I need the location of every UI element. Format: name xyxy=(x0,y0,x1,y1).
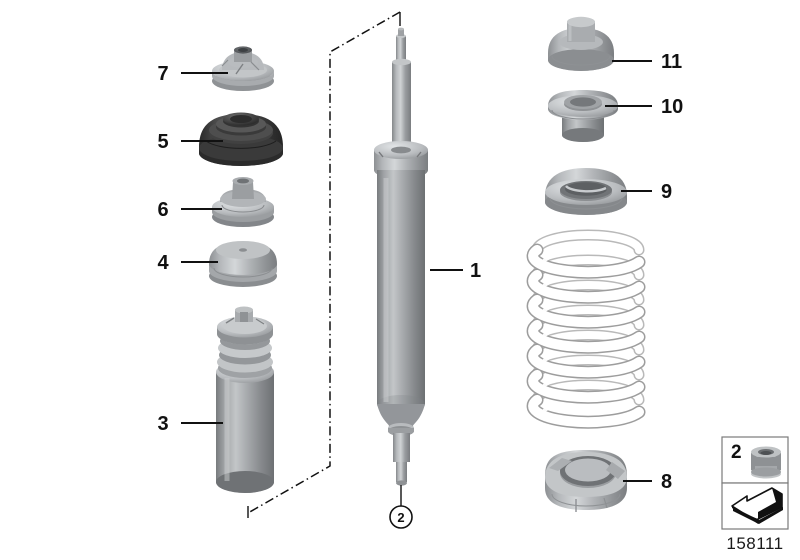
callout-number-8: 8 xyxy=(661,471,672,493)
callout-number-1: 1 xyxy=(470,260,481,282)
part-6-thrust-bearing-cap xyxy=(212,177,274,227)
callout-number-4: 4 xyxy=(157,252,169,274)
part-3-additional-damper xyxy=(216,306,274,493)
part-1-rear-shock-absorber xyxy=(374,27,428,486)
bubble-number-2: 2 xyxy=(397,510,404,525)
part-5-strut-support-bearing xyxy=(199,112,283,166)
part-8-lower-spring-pad xyxy=(545,450,627,512)
part-11-rubber-buffer-stop xyxy=(548,16,614,71)
coil-spring xyxy=(526,229,646,429)
callout-number-7: 7 xyxy=(157,63,168,85)
assembly-reference-line xyxy=(247,11,401,518)
collar-nut-icon xyxy=(751,446,781,479)
callout-number-10: 10 xyxy=(661,96,683,118)
diagram-id-label: 158111 xyxy=(726,534,783,553)
callout-number-11: 11 xyxy=(661,51,682,73)
bubble-callout-2: 2 xyxy=(389,485,413,529)
bubble-circle-2 xyxy=(389,505,413,529)
part-7-upper-strut-mount-washer xyxy=(212,46,274,91)
direction-arrow-icon xyxy=(731,487,783,524)
callout-number-6: 6 xyxy=(157,199,168,221)
callout-layer: 7 5 6 4 3 1 11 10 9 8 xyxy=(157,51,683,493)
legend-box: 2 158111 xyxy=(721,436,789,553)
part-4-protective-cap xyxy=(209,241,277,287)
callout-number-9: 9 xyxy=(661,181,672,203)
callout-number-3: 3 xyxy=(157,413,168,435)
part-10-upper-spring-pad xyxy=(548,90,618,142)
callout-number-5: 5 xyxy=(157,131,168,153)
legend-item-number-2: 2 xyxy=(731,442,742,463)
part-9-spring-seat-upper xyxy=(545,168,627,215)
